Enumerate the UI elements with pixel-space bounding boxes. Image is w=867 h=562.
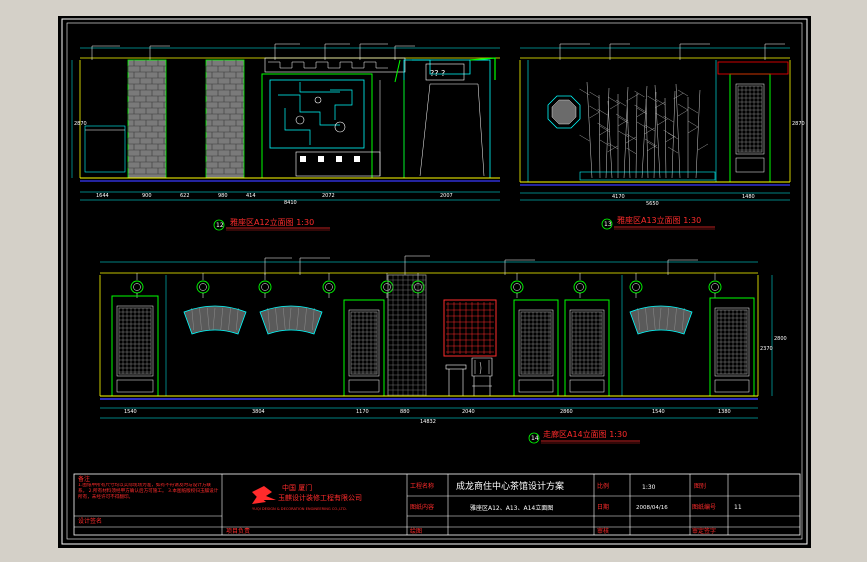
date-label: 日期	[597, 503, 609, 511]
brick-column-right	[205, 59, 245, 179]
svg-text:玉麒设计装修工程有限公司: 玉麒设计装修工程有限公司	[278, 493, 362, 502]
outer-frame	[61, 18, 808, 545]
svg-text:980: 980	[218, 193, 228, 199]
svg-text:?? ?: ?? ?	[430, 69, 445, 78]
svg-text:YUQI DESIGN & DECORATION ENGIN: YUQI DESIGN & DECORATION ENGINEERING CO.…	[252, 507, 347, 511]
svg-text:2800: 2800	[774, 336, 787, 342]
svg-text:2370: 2370	[760, 346, 773, 352]
svg-text:1380: 1380	[718, 409, 731, 415]
svg-text:1170: 1170	[356, 409, 369, 415]
bamboo-planting	[579, 81, 709, 179]
date-value: 2008/04/16	[636, 505, 668, 511]
octagon-window	[547, 95, 581, 129]
svg-text:2870: 2870	[792, 121, 805, 127]
svg-text:622: 622	[180, 193, 190, 199]
drawing-content-label: 图纸内容	[410, 503, 434, 511]
sheet-no-value: 11	[734, 504, 742, 511]
svg-text:雅座区A13立面图 1:30: 雅座区A13立面图 1:30	[617, 215, 701, 225]
svg-text:1540: 1540	[652, 409, 665, 415]
tile-column	[387, 274, 427, 397]
draw-label: 绘图	[410, 527, 422, 535]
svg-text:2860: 2860	[560, 409, 573, 415]
svg-text:4170: 4170	[612, 194, 625, 200]
scale-label: 比例	[597, 482, 609, 490]
sheet-no-label: 图纸编号	[692, 503, 716, 511]
title-a14: 14 走廊区A14立面图 1:30	[528, 429, 640, 444]
fan-windows	[183, 305, 693, 335]
drawing-content: 雅座区A12、A13、A14立面图	[470, 504, 553, 512]
lattice-doors	[111, 295, 755, 397]
drawing-no-label: 图别	[694, 482, 706, 490]
title-a12: 12 雅座区A12立面图 1:30	[213, 217, 330, 231]
svg-text:走廊区A14立面图 1:30: 走廊区A14立面图 1:30	[543, 429, 627, 439]
inner-frame	[66, 22, 803, 540]
svg-text:1540: 1540	[124, 409, 137, 415]
project-name-label: 工程名称	[410, 482, 434, 490]
review-label: 审核	[597, 527, 609, 535]
project-manager-label: 项目负责	[226, 527, 250, 535]
svg-text:3804: 3804	[252, 409, 265, 415]
brick-column-left	[127, 59, 167, 179]
company-logo: 中国 厦门 玉麒设计装修工程有限公司 YUQI DESIGN & DECORAT…	[252, 483, 362, 511]
svg-text:5650: 5650	[646, 201, 659, 207]
svg-text:雅座区A12立面图 1:30: 雅座区A12立面图 1:30	[230, 217, 314, 227]
paper-background	[58, 16, 811, 548]
svg-text:900: 900	[142, 193, 152, 199]
elevation-a14: 1540 3804 1170 880 2040 2860 1540 1380 14832 2…	[99, 255, 787, 425]
svg-text:2072: 2072	[322, 193, 335, 199]
svg-text:2007: 2007	[440, 193, 453, 199]
title-block: 备注 1.图纸中所有尺寸均以实际现场为准，如有不符请及时与设计方联系。 2.所有…	[73, 473, 801, 536]
notes-label: 备注	[78, 475, 90, 483]
elevation-a13: 4170 1480 5650 2870	[519, 43, 805, 207]
svg-text:13: 13	[604, 221, 612, 228]
hanging-lanterns	[130, 273, 722, 298]
svg-text:1644: 1644	[96, 193, 109, 199]
svg-text:880: 880	[400, 409, 410, 415]
svg-text:2870: 2870	[74, 121, 87, 127]
notes-body: 1.图纸中所有尺寸均以实际现场为准，如有不符请及时与设计方联系。 2.所有材料须…	[78, 483, 219, 500]
scale-value: 1:30	[642, 484, 656, 491]
svg-text:14: 14	[531, 435, 539, 442]
elevation-a12: ?? ? 1644 900 622 980 414 2072 2007 8410 2870	[71, 43, 500, 206]
svg-text:414: 414	[246, 193, 256, 199]
svg-text:14832: 14832	[420, 419, 436, 425]
designer-label: 设计签名	[78, 517, 102, 525]
approve-label: 审定签字	[692, 527, 716, 535]
svg-text:2040: 2040	[462, 409, 475, 415]
project-name: 成龙商住中心茶馆设计方案	[456, 480, 564, 492]
svg-text:12: 12	[216, 222, 224, 229]
title-a13: 13 雅座区A13立面图 1:30	[601, 215, 715, 230]
red-lattice-screen	[446, 302, 494, 354]
svg-text:8410: 8410	[284, 200, 297, 206]
svg-text:1480: 1480	[742, 194, 755, 200]
svg-text:中国 厦门: 中国 厦门	[282, 483, 312, 492]
